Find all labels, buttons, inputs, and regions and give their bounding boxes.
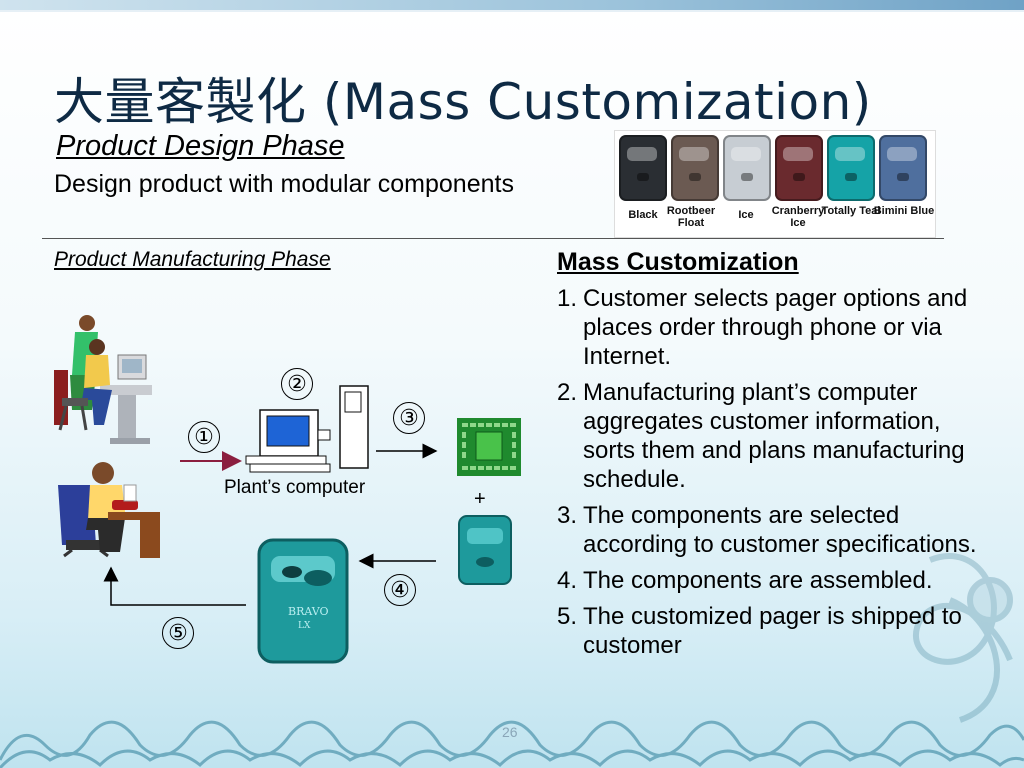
assembled-pager-illustration: BRAVO LX — [257, 538, 349, 664]
pager-color-options: Black Rootbeer Float Ice Cranberry Ice T… — [614, 130, 936, 238]
pager-thumb-blue — [879, 135, 927, 201]
list-item-number: 1. — [557, 285, 578, 312]
list-item-text: The components are selected according to… — [583, 502, 977, 558]
slide-title: 大量客製化 (Mass Customization) — [54, 73, 872, 131]
list-item-text: Customer selects pager options and place… — [583, 285, 968, 370]
list-item: 4. The components are assembled. — [557, 566, 997, 595]
plus-sign: + — [474, 488, 486, 510]
plant-computer-illustration — [245, 385, 369, 473]
customer-on-phone-illustration — [58, 462, 160, 558]
pager-brand-text: BRAVO — [288, 605, 329, 618]
list-item-number: 5. — [557, 603, 578, 630]
section-divider — [42, 238, 944, 239]
list-item-number: 3. — [557, 502, 578, 529]
top-accent-bar — [0, 0, 1024, 10]
pager-thumb-cranberry — [775, 135, 823, 201]
office-workers-illustration — [54, 315, 152, 444]
page-number: 26 — [502, 724, 518, 740]
step-5-marker: ⑤ — [162, 617, 194, 649]
pager-label-blue: Bimini Blue — [873, 205, 935, 217]
list-item-text: The components are assembled. — [583, 567, 933, 594]
list-item-text: The customized pager is shipped to custo… — [583, 603, 962, 659]
design-phase-heading: Product Design Phase — [56, 130, 345, 162]
pager-thumb-teal — [827, 135, 875, 201]
pager-label-teal: Totally Teal — [821, 205, 881, 217]
list-item: 2. Manufacturing plant’s computer aggreg… — [557, 378, 997, 494]
pager-label-cranberry: Cranberry Ice — [771, 205, 825, 229]
step-3-marker: ③ — [393, 402, 425, 434]
small-pager-illustration — [458, 515, 512, 585]
component-chip-illustration — [457, 418, 521, 476]
step-4-marker: ④ — [384, 574, 416, 606]
arrow-step-5 — [103, 566, 246, 606]
mass-customization-list: 1. Customer selects pager options and pl… — [557, 284, 997, 667]
manufacturing-phase-heading: Product Manufacturing Phase — [54, 248, 331, 271]
design-phase-text: Design product with modular components — [54, 170, 514, 198]
step-1-marker: ① — [188, 421, 220, 453]
top-accent-line — [0, 10, 1024, 12]
pager-label-ice: Ice — [738, 209, 754, 221]
step-2-marker: ② — [281, 368, 313, 400]
pager-thumb-ice — [723, 135, 771, 201]
pager-thumb-black — [619, 135, 667, 201]
plant-computer-label: Plant’s computer — [224, 477, 366, 498]
pager-model-text: LX — [298, 621, 311, 631]
list-item: 5. The customized pager is shipped to cu… — [557, 602, 997, 660]
list-item-text: Manufacturing plant’s computer aggregate… — [583, 379, 965, 493]
mass-customization-heading: Mass Customization — [557, 248, 799, 276]
list-item: 3. The components are selected according… — [557, 501, 997, 559]
list-item-number: 2. — [557, 379, 578, 406]
pager-label-rootbeer: Rootbeer Float — [666, 205, 716, 229]
dragon-watermark — [913, 553, 1013, 723]
wave-pattern — [0, 720, 1024, 768]
list-item: 1. Customer selects pager options and pl… — [557, 284, 997, 371]
list-item-number: 4. — [557, 567, 578, 594]
pager-label-black: Black — [628, 209, 658, 221]
pager-thumb-rootbeer — [671, 135, 719, 201]
